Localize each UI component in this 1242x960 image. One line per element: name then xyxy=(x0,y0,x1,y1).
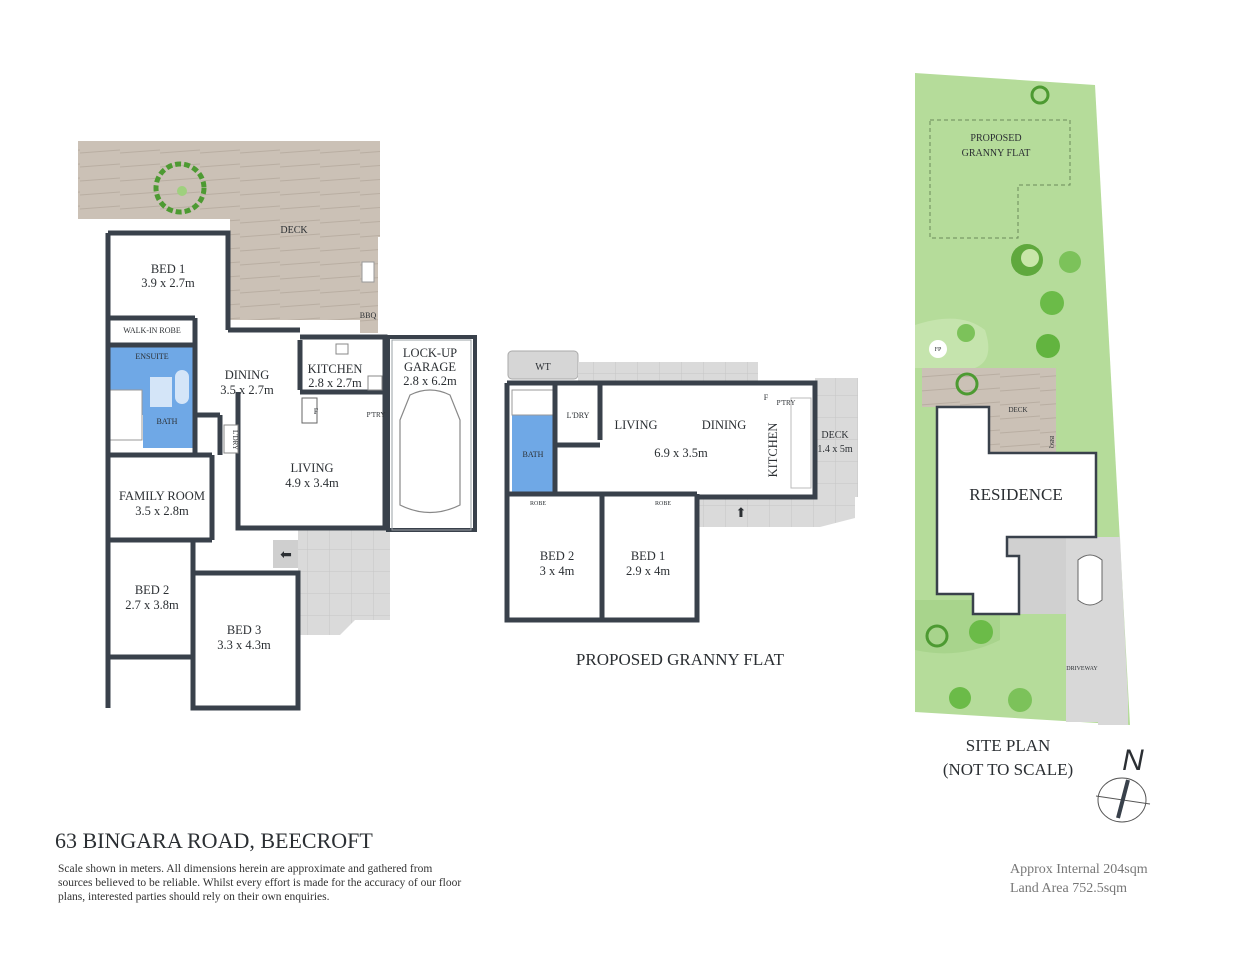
garage-label-2: GARAGE xyxy=(404,360,456,374)
bed1-label: BED 1 xyxy=(151,262,185,276)
property-address: 63 BINGARA ROAD, BEECROFT xyxy=(55,828,373,853)
bed3-size: 3.3 x 4.3m xyxy=(217,638,271,652)
bed1-size: 3.9 x 2.7m xyxy=(141,276,195,290)
north-label: N xyxy=(1122,744,1144,777)
site-plan-scale-note: (NOT TO SCALE) xyxy=(943,760,1073,779)
tree-icon xyxy=(1059,251,1081,273)
tree-icon xyxy=(1008,688,1032,712)
driveway-label: DRIVEWAY xyxy=(1066,666,1098,672)
wt-label: WT xyxy=(535,362,551,373)
garage-size: 2.8 x 6.2m xyxy=(403,374,457,388)
tree-icon xyxy=(955,372,979,396)
disclaimer-line: Scale shown in meters. All dimensions he… xyxy=(58,863,433,875)
bbq-label: BBQ xyxy=(360,311,377,320)
granny-deck-size: 1.4 x 5m xyxy=(817,444,853,455)
north-arrow-icon: N xyxy=(1095,744,1151,823)
tree-icon xyxy=(1036,334,1060,358)
car-icon xyxy=(399,389,461,514)
bed2-label: BED 2 xyxy=(135,583,169,597)
ensuite-label: ENSUITE xyxy=(135,352,168,361)
granny-pantry-label: P'TRY xyxy=(777,399,796,407)
robe-label: ROBE xyxy=(655,501,671,507)
bath-label: BATH xyxy=(157,417,178,426)
granny-deck-area xyxy=(815,378,858,497)
tree-icon xyxy=(1030,85,1050,105)
dining-label: DINING xyxy=(225,368,269,382)
garage-label: LOCK-UP xyxy=(403,346,457,360)
main-house-plan: ⬅ DECK BBQ BED 1 3.9 x 2.7m WALK-IN ROBE… xyxy=(78,141,477,711)
granny-living-size: 6.9 x 3.5m xyxy=(654,446,708,460)
granny-bath-wet-area xyxy=(512,415,555,492)
living-size: 4.9 x 3.4m xyxy=(285,476,339,490)
granny-dining-label: DINING xyxy=(702,418,746,432)
internal-area: Approx Internal 204sqm xyxy=(1010,862,1148,877)
granny-bed2-size: 3 x 4m xyxy=(540,564,575,578)
tree-icon xyxy=(153,161,207,215)
site-granny-flat-label: GRANNY FLAT xyxy=(962,148,1031,159)
robe-label: ROBE xyxy=(530,501,546,507)
disclaimer-line: plans, interested parties should rely on… xyxy=(58,891,330,903)
residence-label: RESIDENCE xyxy=(969,485,1063,504)
site-plan-caption: SITE PLAN xyxy=(966,736,1051,755)
tree-icon xyxy=(949,687,971,709)
car-icon xyxy=(1077,554,1103,606)
tree-icon xyxy=(957,324,975,342)
site-proposed-label: PROPOSED xyxy=(970,133,1021,144)
land-area: Land Area 752.5sqm xyxy=(1010,881,1128,896)
fp-label: FP xyxy=(935,347,942,353)
bed2-size: 2.7 x 3.8m xyxy=(125,598,179,612)
fire-pit xyxy=(929,340,947,358)
granny-flat-plan: ⬆ WT L'DRY BATH LIVING DINING 6.9 x 3.5m… xyxy=(504,350,858,669)
bbq-unit xyxy=(361,261,375,283)
pantry-label: P'TRY xyxy=(367,411,386,419)
bed3-label: BED 3 xyxy=(227,623,261,637)
granny-living-label: LIVING xyxy=(614,418,657,432)
living-label: LIVING xyxy=(290,461,333,475)
proposed-granny-flat-outline xyxy=(929,119,1071,239)
tree-icon xyxy=(1040,291,1064,315)
entry-arrow-icon: ⬅ xyxy=(280,548,292,563)
entry-arrow-icon: ⬆ xyxy=(736,505,747,520)
family-room-label: FAMILY ROOM xyxy=(119,489,205,503)
site-bbq-label: BBQ xyxy=(1048,436,1054,449)
walk-in-robe-label: WALK-IN ROBE xyxy=(123,326,181,335)
granny-bed2-label: BED 2 xyxy=(540,549,574,563)
site-plan: FP PROPOSED GRANNY FLAT DECK BBQ RESIDEN… xyxy=(915,73,1151,823)
disclaimer-line: sources believed to be reliable. Whilst … xyxy=(58,877,462,889)
granny-bath-label: BATH xyxy=(523,450,544,459)
fridge-label: F xyxy=(314,407,319,416)
dining-size: 3.5 x 2.7m xyxy=(220,383,274,397)
family-room-size: 3.5 x 2.8m xyxy=(135,504,189,518)
porch-area xyxy=(298,530,390,635)
tree-icon xyxy=(925,624,949,648)
granny-bed1-label: BED 1 xyxy=(631,549,665,563)
tree-icon xyxy=(969,620,993,644)
granny-deck-label: DECK xyxy=(821,430,849,441)
site-deck-label: DECK xyxy=(1008,406,1027,414)
granny-kitchen-label: KITCHEN xyxy=(766,423,780,478)
laundry-label: L'DRY xyxy=(231,430,239,450)
deck-area xyxy=(78,141,380,333)
kitchen-size: 2.8 x 2.7m xyxy=(308,376,362,390)
area-summary: Approx Internal 204sqm Land Area 752.5sq… xyxy=(1010,860,1148,898)
deck-label: DECK xyxy=(280,225,308,236)
granny-laundry-label: L'DRY xyxy=(567,411,590,420)
granny-fridge-label: F xyxy=(764,393,769,402)
granny-flat-caption: PROPOSED GRANNY FLAT xyxy=(576,650,785,669)
kitchen-label: KITCHEN xyxy=(308,362,363,376)
granny-bed1-size: 2.9 x 4m xyxy=(626,564,670,578)
disclaimer: Scale shown in meters. All dimensions he… xyxy=(58,862,528,904)
